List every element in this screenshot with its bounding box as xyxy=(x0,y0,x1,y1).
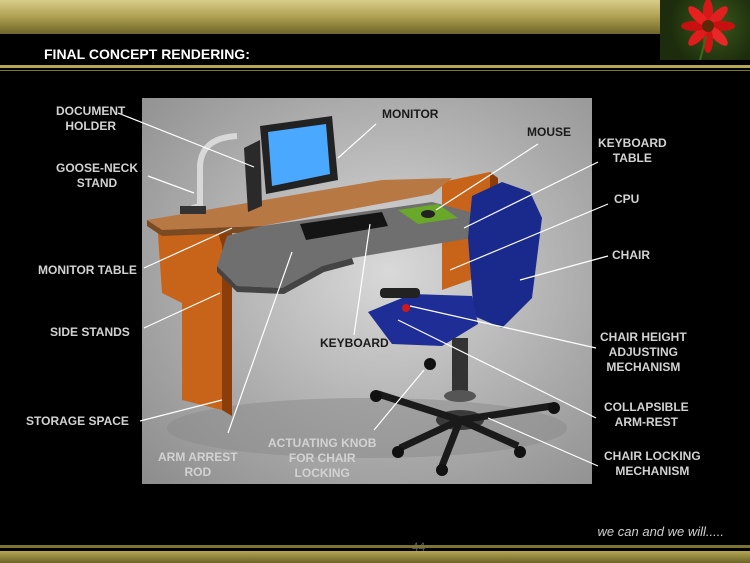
label-mouse: MOUSE xyxy=(527,125,572,139)
concept-rendering xyxy=(142,98,592,484)
label-actuating-knob: ACTUATING KNOB FOR CHAIR LOCKING xyxy=(268,436,377,480)
label-chair-locking-mechanism: CHAIR LOCKING MECHANISM xyxy=(604,449,701,478)
bottom-rule xyxy=(0,545,750,548)
label-side-stands: SIDE STANDS xyxy=(50,325,130,339)
title-rule-thin xyxy=(0,70,750,71)
flower-image xyxy=(660,0,750,60)
slogan: we can and we will..... xyxy=(597,524,724,539)
workstation-illustration xyxy=(147,116,567,476)
label-collapsible-arm-rest: COLLAPSIBLE ARM-REST xyxy=(604,400,689,429)
label-keyboard-table: KEYBOARD TABLE xyxy=(598,136,667,165)
label-chair-height-mechanism: CHAIR HEIGHT ADJUSTING MECHANISM xyxy=(600,330,687,374)
label-monitor-table: MONITOR TABLE xyxy=(38,263,137,277)
label-goose-neck-stand: GOOSE-NECK STAND xyxy=(56,161,139,190)
slide-title: FINAL CONCEPT RENDERING: xyxy=(44,46,250,62)
title-bar xyxy=(0,34,660,64)
label-arm-arrest-rod: ARM ARREST ROD xyxy=(158,450,238,479)
label-chair: CHAIR xyxy=(612,248,650,262)
label-document-holder: DOCUMENT HOLDER xyxy=(56,104,126,133)
label-cpu: CPU xyxy=(614,192,640,206)
label-keyboard: KEYBOARD xyxy=(320,336,389,350)
label-storage-space: STORAGE SPACE xyxy=(26,414,129,428)
bottom-gold-bar xyxy=(0,551,750,563)
title-rule xyxy=(0,65,750,68)
label-monitor: MONITOR xyxy=(382,107,439,121)
top-gold-bar xyxy=(0,0,750,34)
flower-icon xyxy=(681,0,735,60)
